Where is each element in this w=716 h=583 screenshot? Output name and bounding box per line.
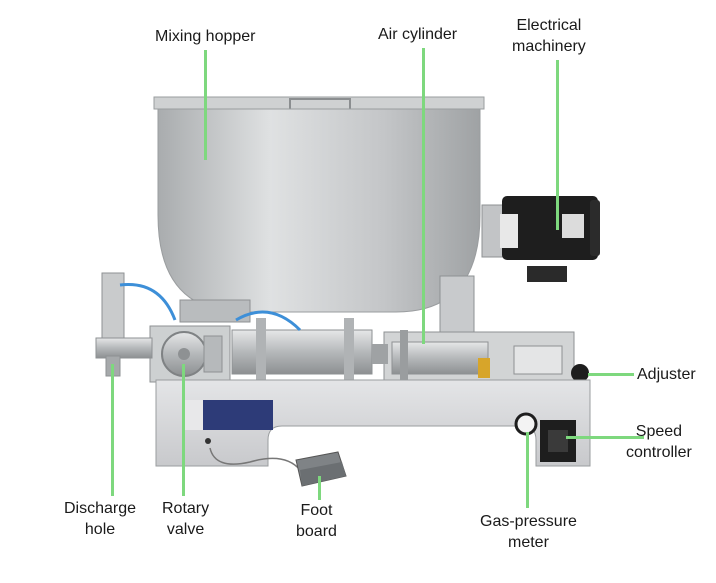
foot-pedal [209,447,347,487]
mixing-hopper [153,96,485,323]
label-discharge-hole-line1: Discharge [64,500,137,517]
label-discharge-hole-line2: hole [84,521,116,538]
transfer-tube [231,318,388,384]
label-air-cylinder: Air cylinder [378,26,458,43]
base-cabinet [155,379,591,467]
label-adjuster: Adjuster [637,366,696,383]
leader-electrical-machinery [556,60,559,230]
label-rotary-valve-line2: valve [166,521,205,538]
label-electrical-machinery-line2: machinery [512,38,586,55]
label-mixing-hopper: Mixing hopper [155,28,256,45]
leader-adjuster [588,373,634,376]
discharge-nozzle [95,272,302,377]
label-gas-pressure-meter: Gas-pressure meter [480,511,577,553]
leader-air-cylinder [422,48,425,344]
leader-rotary-valve [182,364,185,496]
leader-speed-controller [566,436,644,439]
leader-mixing-hopper [204,50,207,160]
label-discharge-hole: Discharge hole [64,498,136,540]
label-speed-controller-line1: Speed [635,423,683,440]
label-speed-controller: Speed controller [626,421,692,463]
label-speed-controller-line2: controller [626,444,692,461]
leader-discharge-hole [111,364,114,496]
rotary-valve-body [149,325,231,383]
leader-foot-board [318,476,321,500]
label-gas-pressure-meter-line1: Gas-pressure [480,513,577,530]
leader-gas-pressure-meter [526,432,529,508]
air-cylinder [383,275,589,386]
electrical-motor [481,196,600,282]
label-gas-pressure-meter-line2: meter [508,534,549,551]
label-foot-board-line1: Foot [300,502,333,519]
label-electrical-machinery-line1: Electrical [516,17,582,34]
label-electrical-machinery: Electrical machinery [512,15,586,57]
leader-lines [111,48,644,508]
label-rotary-valve: Rotary valve [162,498,209,540]
label-foot-board: Foot board [296,500,337,542]
label-foot-board-line2: board [296,523,337,540]
label-rotary-valve-line1: Rotary [162,500,210,517]
